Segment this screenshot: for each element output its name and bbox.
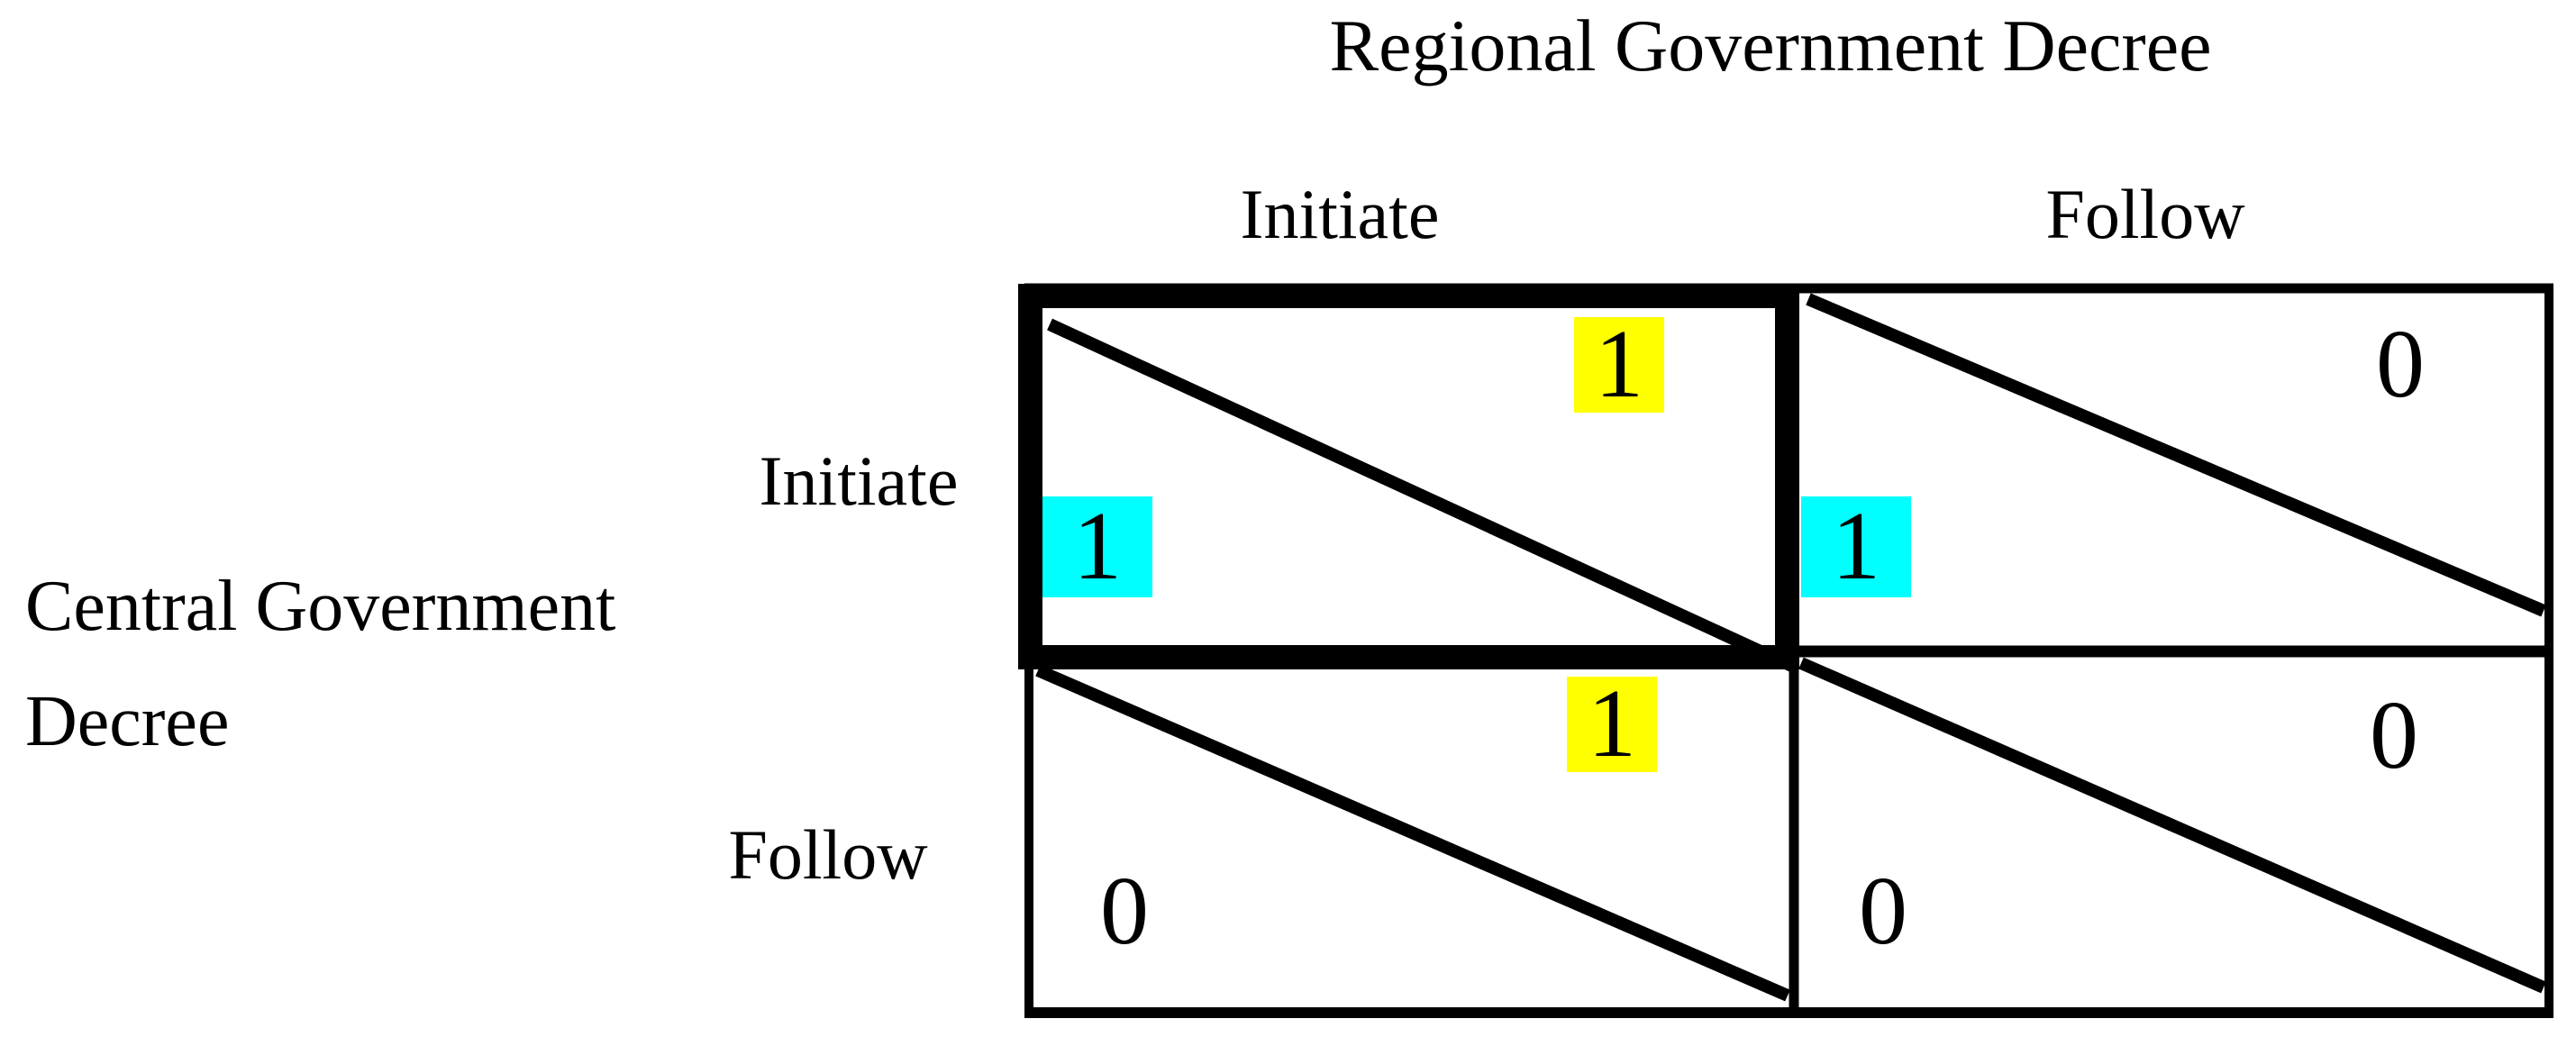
diagonal-cell-initiate-follow: [1806, 293, 2546, 617]
column-strategy-follow: Follow: [2045, 175, 2245, 253]
column-payoff-initiate-initiate: 1: [1574, 316, 1664, 414]
row-payoff-initiate-initiate: 1: [1042, 496, 1152, 597]
column-strategy-initiate: Initiate: [1240, 175, 1440, 253]
column-payoff-initiate-follow: 0: [2376, 311, 2425, 418]
column-payoff-follow-initiate: 1: [1567, 676, 1657, 773]
row-strategy-follow: Follow: [728, 815, 928, 894]
diagonal-cell-follow-follow: [1798, 657, 2546, 994]
diagonal-cell-follow-initiate: [1035, 664, 1790, 1002]
row-player-title-line-2: Decree: [25, 682, 230, 761]
row-payoff-follow-follow: 0: [1859, 858, 1907, 965]
diagonal-cell-initiate-initiate: [1047, 318, 1798, 674]
equilibrium-bold-border: [1018, 284, 1799, 669]
row-player-title-line-1: Central Government: [25, 567, 616, 646]
column-player-title: Regional Government Decree: [1329, 5, 2212, 86]
row-strategy-initiate: Initiate: [759, 441, 959, 520]
column-payoff-follow-follow: 0: [2370, 682, 2418, 789]
row-payoff-follow-initiate: 0: [1100, 858, 1149, 965]
row-payoff-initiate-follow: 1: [1801, 496, 1911, 597]
